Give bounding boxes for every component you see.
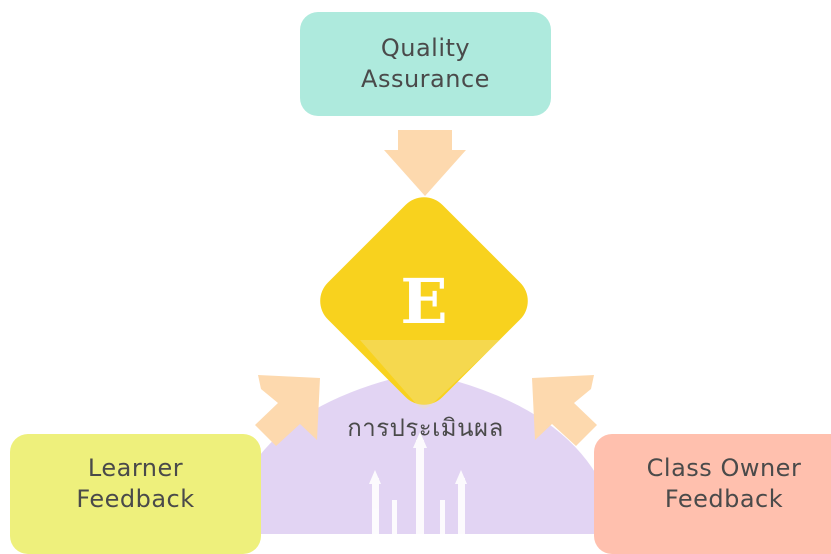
quality-assurance-box: Quality Assurance <box>300 12 551 116</box>
evaluation-label: การประเมินผล <box>347 414 504 442</box>
quality-assurance-line2: Assurance <box>361 65 490 93</box>
class-owner-feedback-line1: Class Owner <box>646 454 802 482</box>
class-owner-feedback-line2: Feedback <box>664 485 784 513</box>
learner-feedback-line1: Learner <box>87 454 184 482</box>
watermark-emblem <box>228 372 618 534</box>
watermark-emblem-detail <box>369 432 467 534</box>
arrow-up-right-icon <box>255 375 320 446</box>
quality-assurance-line1: Quality <box>380 34 471 62</box>
arrows-layer <box>255 130 597 446</box>
arrow-up-left-icon <box>532 375 597 446</box>
evaluation-diagram: Quality Assurance E การประเมินผล Learner… <box>10 12 831 554</box>
evaluation-letter: E <box>400 264 448 338</box>
class-owner-feedback-box: Class Owner Feedback <box>594 434 831 554</box>
learner-feedback-box: Learner Feedback <box>10 434 261 554</box>
arrow-down-icon <box>384 130 466 196</box>
learner-feedback-line2: Feedback <box>76 485 195 513</box>
watermark-overlap <box>360 340 500 409</box>
evaluation-diamond: E <box>309 186 539 416</box>
